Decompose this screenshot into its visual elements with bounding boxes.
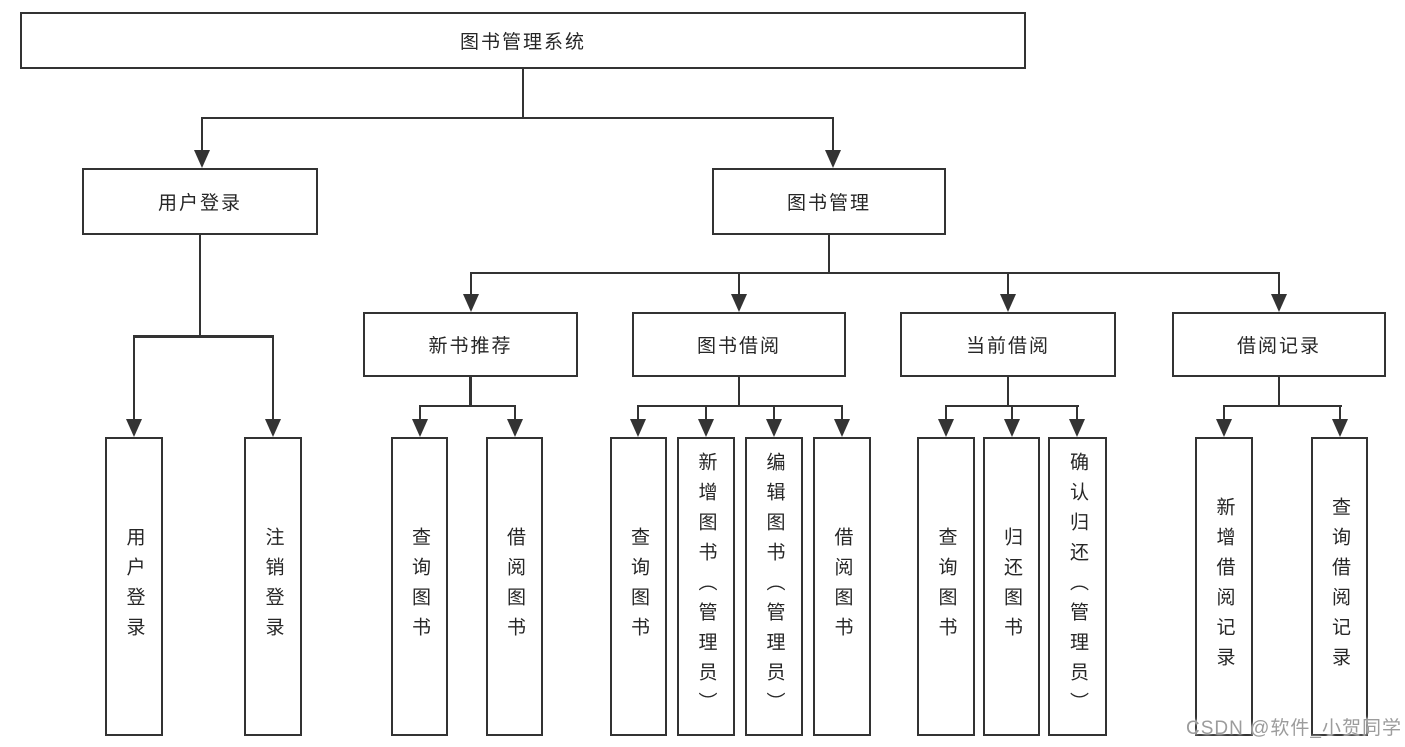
leaf-logout: 注销登录 bbox=[244, 437, 302, 736]
arrowhead-down bbox=[412, 419, 428, 437]
connector-line bbox=[840, 406, 844, 423]
arrowhead-down bbox=[630, 419, 646, 437]
arrowhead-down bbox=[938, 419, 954, 437]
arrowhead-down bbox=[1000, 294, 1016, 312]
arrowhead-down bbox=[834, 419, 850, 437]
leaf-add-book-admin: 新增图书（管理员） bbox=[677, 437, 735, 736]
connector-line bbox=[1006, 376, 1010, 407]
connector-line bbox=[200, 116, 835, 119]
arrowhead-down bbox=[766, 419, 782, 437]
connector-line bbox=[271, 336, 275, 423]
arrowhead-down bbox=[265, 419, 281, 437]
node-new-book-recommend: 新书推荐 bbox=[363, 312, 578, 377]
leaf-add-borrow-record: 新增借阅记录 bbox=[1195, 437, 1253, 736]
connector-line bbox=[772, 406, 776, 423]
connector-line bbox=[132, 335, 275, 338]
node-book-management: 图书管理 bbox=[712, 168, 946, 235]
connector-line bbox=[827, 234, 831, 274]
connector-line bbox=[1006, 273, 1010, 298]
connector-line bbox=[737, 376, 741, 407]
leaf-query-borrow-record: 查询借阅记录 bbox=[1311, 437, 1368, 736]
connector-line bbox=[200, 118, 204, 154]
arrowhead-down bbox=[126, 419, 142, 437]
leaf-borrow-books-recommend: 借阅图书 bbox=[486, 437, 543, 736]
connector-line bbox=[944, 404, 1079, 407]
arrowhead-down bbox=[1271, 294, 1287, 312]
node-system-root: 图书管理系统 bbox=[20, 12, 1026, 69]
leaf-user-login: 用户登录 bbox=[105, 437, 163, 736]
connector-line bbox=[831, 118, 835, 154]
connector-line bbox=[1075, 406, 1079, 423]
leaf-query-books-current: 查询图书 bbox=[917, 437, 975, 736]
connector-line bbox=[513, 406, 517, 423]
arrowhead-down bbox=[698, 419, 714, 437]
leaf-query-books-recommend: 查询图书 bbox=[391, 437, 448, 736]
leaf-return-book: 归还图书 bbox=[983, 437, 1040, 736]
connector-line bbox=[1222, 404, 1342, 407]
connector-line bbox=[1222, 406, 1226, 423]
node-user-login: 用户登录 bbox=[82, 168, 318, 235]
leaf-borrow-books: 借阅图书 bbox=[813, 437, 871, 736]
arrowhead-down bbox=[1004, 419, 1020, 437]
connector-line bbox=[198, 234, 202, 337]
csdn-watermark: CSDN @软件_小贺同学 bbox=[1186, 718, 1402, 739]
connector-line bbox=[1277, 273, 1281, 298]
arrowhead-down bbox=[731, 294, 747, 312]
connector-line bbox=[636, 404, 843, 407]
connector-line bbox=[469, 273, 472, 298]
arrowhead-down bbox=[462, 294, 479, 312]
leaf-query-books-borrow: 查询图书 bbox=[610, 437, 667, 736]
node-current-borrow: 当前借阅 bbox=[900, 312, 1116, 377]
node-borrow-records: 借阅记录 bbox=[1172, 312, 1386, 377]
connector-line bbox=[469, 376, 472, 407]
connector-line bbox=[521, 69, 525, 118]
arrowhead-down bbox=[194, 150, 210, 168]
arrowhead-down bbox=[1332, 419, 1348, 437]
connector-line bbox=[132, 336, 136, 423]
leaf-edit-book-admin: 编辑图书（管理员） bbox=[745, 437, 803, 736]
arrowhead-down bbox=[825, 150, 841, 168]
connector-line bbox=[418, 406, 422, 423]
connector-line bbox=[418, 404, 516, 407]
connector-line bbox=[704, 406, 708, 423]
leaf-confirm-return-admin: 确认归还（管理员） bbox=[1048, 437, 1107, 736]
arrowhead-down bbox=[507, 419, 523, 437]
connector-line bbox=[1010, 406, 1014, 423]
arrowhead-down bbox=[1069, 419, 1085, 437]
connector-line bbox=[737, 273, 741, 298]
connector-line bbox=[944, 406, 948, 423]
connector-line bbox=[636, 406, 640, 423]
connector-line bbox=[469, 271, 1280, 274]
connector-line bbox=[1338, 406, 1342, 423]
connector-line bbox=[1277, 376, 1281, 407]
arrowhead-down bbox=[1216, 419, 1232, 437]
node-book-borrow: 图书借阅 bbox=[632, 312, 846, 377]
